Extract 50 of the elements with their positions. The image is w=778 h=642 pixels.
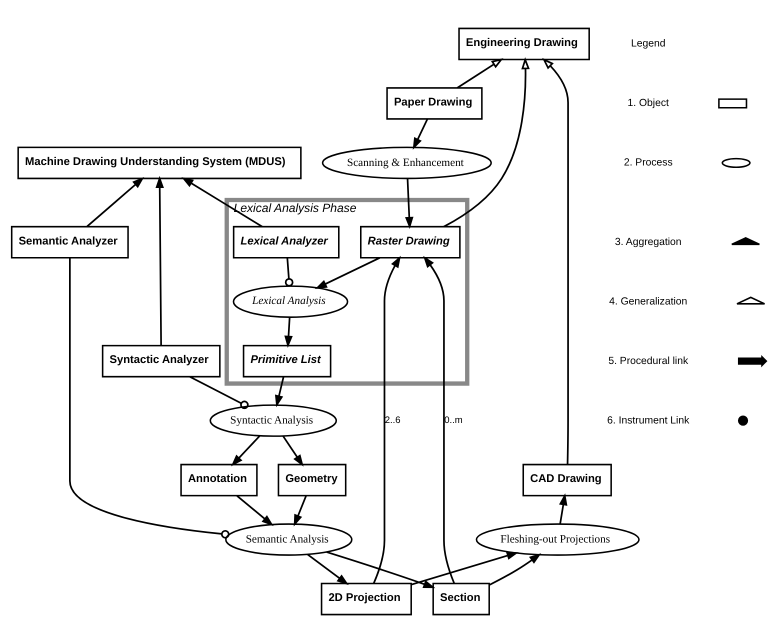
arrow xyxy=(412,118,428,150)
node-box: 2D Projection xyxy=(320,582,412,615)
node-box: CAD Drawing xyxy=(522,463,612,496)
arrow xyxy=(181,176,263,227)
connector xyxy=(69,257,230,538)
node-box: Primitive List xyxy=(242,344,332,377)
legend-label: 1. Object xyxy=(628,98,669,109)
node-ellipse: Semantic Analysis xyxy=(225,522,353,556)
node-box: Semantic Analyzer xyxy=(10,225,129,258)
node-ellipse: Lexical Analysis xyxy=(232,284,348,318)
legend-label: 4. Generalization xyxy=(609,296,688,307)
node-box: Syntactic Analyzer xyxy=(102,344,221,377)
arrow xyxy=(559,492,568,524)
arrow xyxy=(282,435,304,466)
node-box: Section xyxy=(432,582,490,615)
arrow xyxy=(314,256,380,289)
arrow xyxy=(307,553,349,585)
node-ellipse: Scanning & Enhancement xyxy=(322,146,492,179)
arrow xyxy=(236,494,274,526)
label: Legend xyxy=(630,38,666,50)
arrow xyxy=(542,57,569,464)
arrow xyxy=(372,255,401,584)
node-box: Geometry xyxy=(278,463,346,496)
arrow xyxy=(294,495,307,526)
node-ellipse: Syntactic Analysis xyxy=(210,404,338,436)
arrow xyxy=(456,58,504,88)
arrow xyxy=(86,176,144,227)
node-box: Annotation xyxy=(180,463,258,496)
node-ellipse: Fleshing-out Projections xyxy=(476,522,640,556)
arrow xyxy=(274,376,284,407)
legend-label: 5. Procedural link xyxy=(608,355,688,366)
node-box: Machine Drawing Understanding System (MDUS) xyxy=(17,146,302,179)
legend-label: 3. Aggregation xyxy=(614,236,682,248)
node-box: Paper Drawing xyxy=(386,86,483,120)
node-box: Raster Drawing xyxy=(360,225,461,258)
arrow xyxy=(284,316,293,348)
arrow xyxy=(423,255,455,584)
arrow xyxy=(488,552,542,586)
arrow xyxy=(231,434,260,466)
arrow xyxy=(443,56,530,227)
connector xyxy=(189,375,249,409)
connector xyxy=(284,257,294,286)
arrow xyxy=(411,551,519,585)
arrow xyxy=(326,550,436,588)
legend-label: 2. Process xyxy=(624,157,673,168)
node-box: Engineering Drawing xyxy=(458,27,590,60)
arrow xyxy=(405,178,414,229)
arrow xyxy=(156,175,164,346)
node-box: Lexical Analyzer xyxy=(232,225,340,258)
legend-label: 6. Instrument Link xyxy=(607,414,690,426)
